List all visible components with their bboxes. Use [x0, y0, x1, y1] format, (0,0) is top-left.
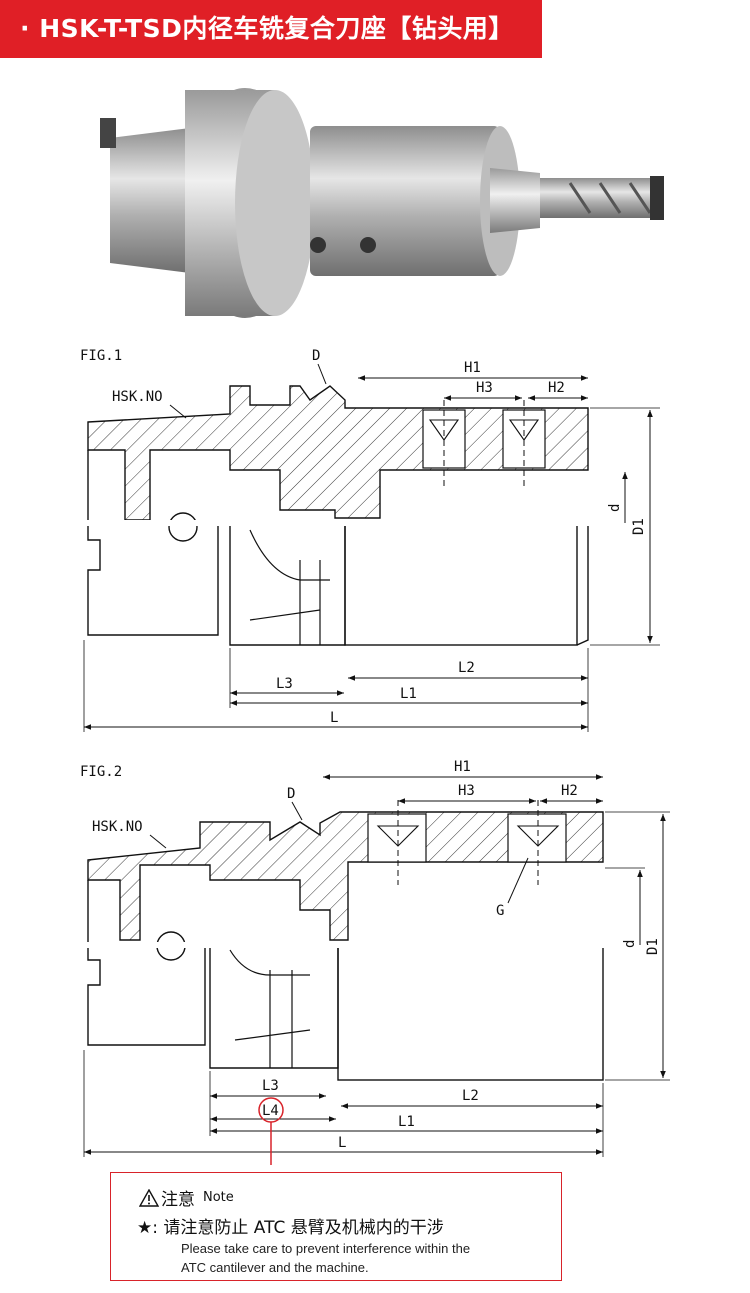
note-box: 注意 Note ★: 请注意防止 ATC 悬臂及机械内的干涉 Please ta…: [110, 1172, 562, 1281]
fig2-h2-label: H2: [561, 783, 578, 799]
note-en-line-2: ATC cantilever and the machine.: [181, 1260, 369, 1275]
note-heading-en: Note: [203, 1190, 234, 1205]
fig1-h2-label: H2: [548, 380, 565, 396]
fig2-caption: FIG.2: [80, 764, 122, 780]
fig2-hsk-label: HSK.NO: [92, 819, 143, 835]
fig2-d-small-label: d: [622, 940, 638, 948]
fig1-hsk-label: HSK.NO: [112, 389, 163, 405]
note-warning-en: Please take care to prevent interference…: [181, 1239, 470, 1277]
page-title: · HSK-T-TSD内径车铣复合刀座【钻头用】: [0, 0, 542, 58]
fig2-l4-label: L4: [262, 1103, 279, 1119]
fig1-drawing: FIG.1 H1 H3 H2 D HSK.NO d D1 L2 L3 L1 L: [80, 348, 660, 732]
fig2-d1-label: D1: [645, 938, 661, 955]
fig2-h3-label: H3: [458, 783, 475, 799]
warning-icon: [139, 1188, 159, 1207]
note-en-line-1: Please take care to prevent interference…: [181, 1241, 471, 1256]
fig1-h3-label: H3: [476, 380, 493, 396]
note-warning-zh: : 请注意防止 ATC 悬臂及机械内的干涉: [152, 1218, 444, 1238]
fig2-d-label: D: [287, 786, 295, 802]
note-warning-line: ★: 请注意防止 ATC 悬臂及机械内的干涉: [137, 1213, 444, 1238]
fig1-d-small-label: d: [607, 504, 623, 512]
fig2-l-label: L: [338, 1135, 346, 1151]
fig1-l3-label: L3: [276, 676, 293, 692]
fig1-l2-label: L2: [458, 660, 475, 676]
fig1-d-label: D: [312, 348, 320, 364]
product-photo: [100, 88, 664, 318]
fig1-d1-label: D1: [631, 518, 647, 535]
fig2-l2-label: L2: [462, 1088, 479, 1104]
fig2-g-label: G: [496, 903, 504, 919]
fig1-l-label: L: [330, 710, 338, 726]
star-icon: ★: [137, 1218, 153, 1238]
fig2-drawing: FIG.2 H1 H3 H2 D HSK.NO G d D1 L2 L3 L4 …: [80, 759, 670, 1165]
fig1-l1-label: L1: [400, 686, 417, 702]
fig2-l1-label: L1: [398, 1114, 415, 1130]
fig1-h1-label: H1: [464, 360, 481, 376]
note-heading: 注意 Note: [139, 1185, 234, 1210]
fig2-h1-label: H1: [454, 759, 471, 775]
fig1-caption: FIG.1: [80, 348, 122, 364]
note-heading-zh: 注意: [161, 1190, 195, 1210]
fig2-l3-label: L3: [262, 1078, 279, 1094]
